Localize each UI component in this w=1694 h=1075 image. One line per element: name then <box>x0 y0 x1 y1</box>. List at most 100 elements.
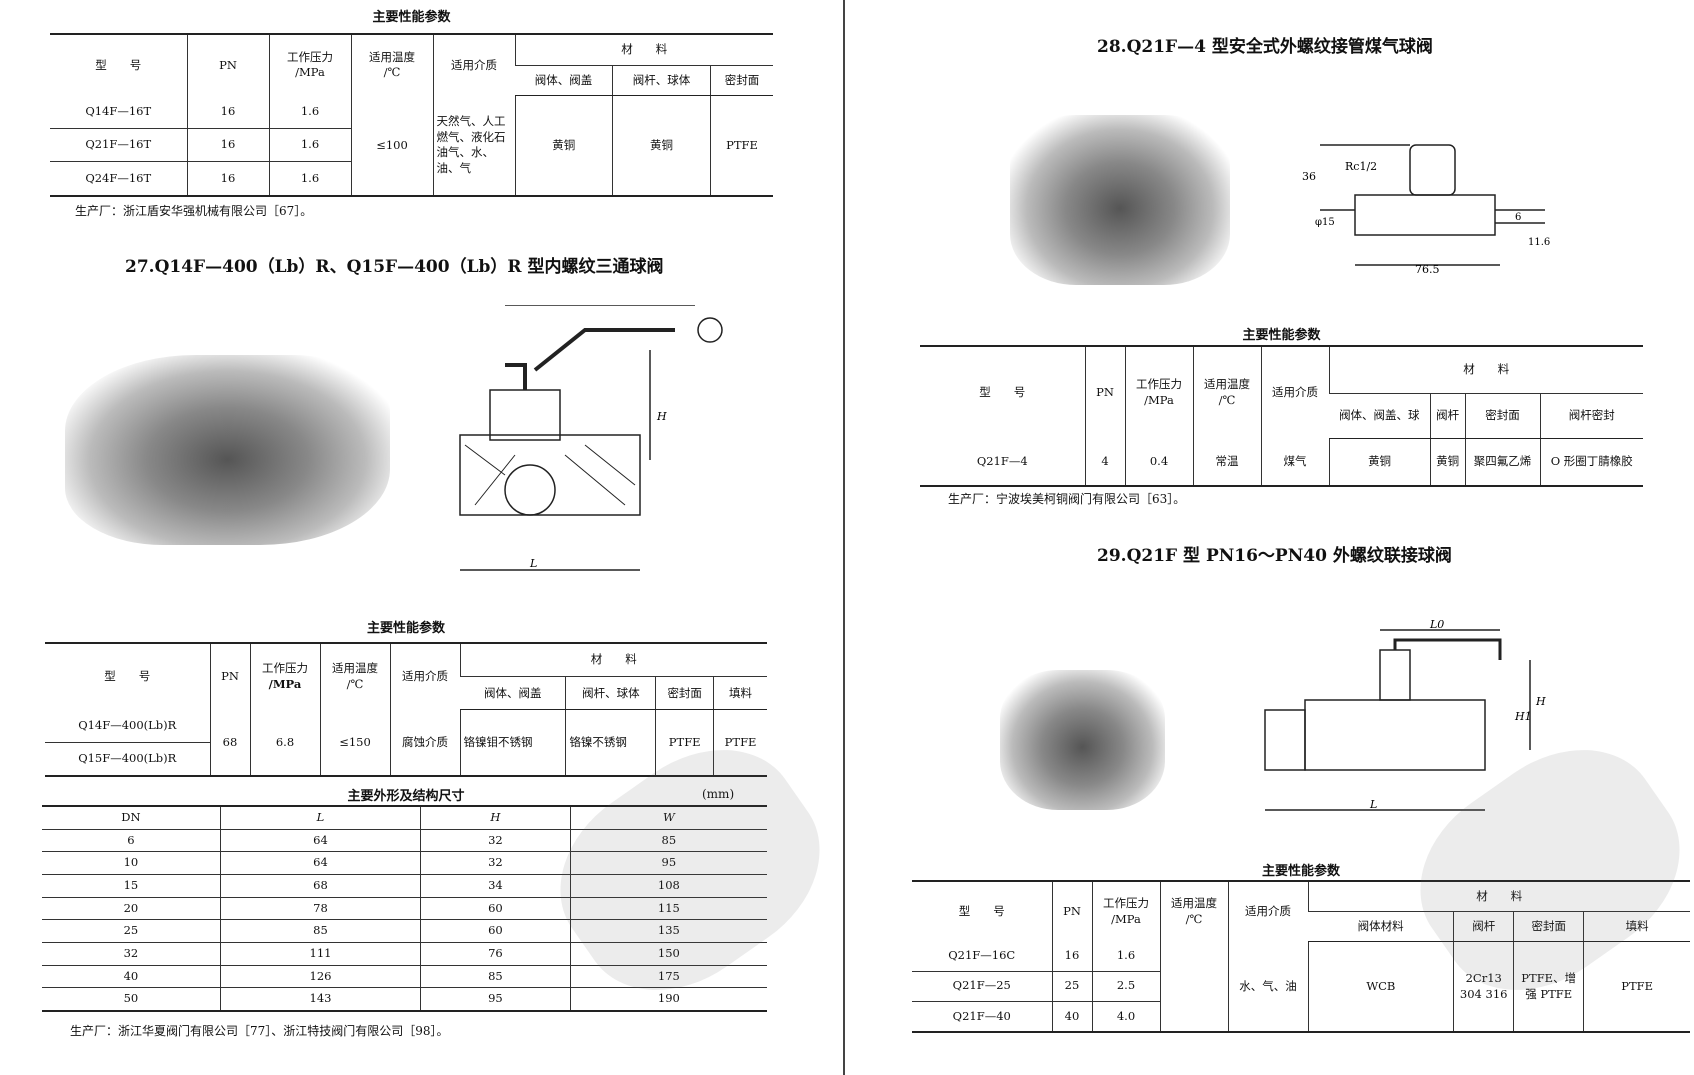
cell: 68 <box>219 874 421 898</box>
col-pressure: 工作压力/MPa <box>1091 880 1160 942</box>
col-stem: 阀杆 <box>1453 911 1514 943</box>
section-heading-29: 29.Q21F 型 PN16～PN40 外螺纹联接球阀 <box>1097 546 1452 566</box>
unit-label: (mm) <box>702 787 735 801</box>
valve-photo-28 <box>1010 115 1230 285</box>
dim-H1: H1 <box>1514 710 1532 723</box>
dimensions-title: 主要外形及结构尺寸 <box>347 789 465 804</box>
cell: 64 <box>219 829 421 853</box>
manufacturer-note: 生产厂：浙江华夏阀门有限公司［77］、浙江特技阀门有限公司［98］。 <box>70 1024 449 1038</box>
valve-drawing-29: L0 H H1 L <box>1264 620 1546 811</box>
cell: 40 <box>42 965 221 989</box>
cell: 15 <box>42 874 221 898</box>
col-dn: DN <box>42 804 221 830</box>
cell: 150 <box>569 942 767 966</box>
col-model: 型 号 <box>50 33 187 96</box>
col-medium: 适用介质 <box>432 33 515 96</box>
col-seal: 密封面 <box>1464 393 1540 440</box>
col-medium: 适用介质 <box>389 642 460 710</box>
dim-L0: L0 <box>1429 620 1444 631</box>
col-model: 型 号 <box>912 880 1052 942</box>
col-temp: 适用温度/℃ <box>1159 880 1228 942</box>
col-temp: 适用温度/℃ <box>1192 345 1261 439</box>
col-temp: 适用温度/℃ <box>319 642 390 710</box>
dim-L: L <box>1369 798 1377 811</box>
col-stem: 阀杆、球体 <box>611 65 711 97</box>
col-model: 型 号 <box>45 642 210 710</box>
dim-6: 6 <box>1515 212 1521 223</box>
table-title: 主要性能参数 <box>366 621 445 636</box>
col-pressure: 工作压力/MPa <box>249 642 320 710</box>
col-pn: PN <box>1084 345 1125 439</box>
cell: 60 <box>420 919 571 943</box>
cell: 108 <box>569 874 767 898</box>
col-body: 阀体、阀盖 <box>515 65 613 97</box>
col-medium: 适用介质 <box>1260 345 1329 439</box>
cell: 6 <box>42 829 221 853</box>
col-material: 材 料 <box>459 642 767 678</box>
col-seal: 密封面 <box>1513 911 1584 943</box>
col-seal: 密封面 <box>710 65 773 97</box>
cell: 85 <box>420 965 571 989</box>
cell: 175 <box>569 965 767 989</box>
cell: 10 <box>42 851 221 875</box>
col-material: 材 料 <box>514 32 773 66</box>
dim-11-6: 11.6 <box>1528 237 1550 248</box>
cell: 25 <box>42 919 221 943</box>
col-stem-seal: 阀杆密封 <box>1539 393 1643 440</box>
col-packing: 填料 <box>1583 911 1690 943</box>
cell: 32 <box>420 829 571 853</box>
cell: 34 <box>420 874 571 898</box>
cell: 50 <box>42 987 221 1013</box>
cell: 95 <box>420 987 571 1013</box>
cell: 78 <box>219 897 421 921</box>
cell: 32 <box>42 942 221 966</box>
cell: 115 <box>569 897 767 921</box>
table-title: 主要性能参数 <box>372 10 451 25</box>
dim-H: H <box>1535 695 1546 708</box>
cell: 126 <box>219 965 421 989</box>
col-temp: 适用温度/℃ <box>350 33 433 96</box>
manufacturer-note: 生产厂：宁波埃美柯铜阀门有限公司［63］。 <box>948 492 1186 506</box>
dim-76-5: 76.5 <box>1415 263 1440 276</box>
cell: 20 <box>42 897 221 921</box>
cell: 85 <box>569 829 767 853</box>
cell: 143 <box>219 987 421 1013</box>
table-title: 主要性能参数 <box>1261 864 1340 879</box>
col-seal: 密封面 <box>655 676 714 711</box>
col-material: 材 料 <box>1328 344 1643 394</box>
page-divider <box>843 0 845 1075</box>
cell: 135 <box>569 919 767 943</box>
section-heading-27: 27.Q14F—400（Lb）R、Q15F—400（Lb）R 型内螺纹三通球阀 <box>125 257 664 277</box>
col-model: 型 号 <box>920 345 1085 439</box>
dim-L: L <box>529 557 537 570</box>
dim-W: W <box>635 305 648 306</box>
cell: 111 <box>219 942 421 966</box>
valve-photo-27 <box>65 355 390 545</box>
cell: 95 <box>569 851 767 875</box>
col-body: 阀体、阀盖、球 <box>1329 393 1431 440</box>
col-pn: PN <box>1051 880 1092 942</box>
col-l: L <box>219 804 421 830</box>
cell: 190 <box>569 987 767 1013</box>
dim-rc: Rc1/2 <box>1345 160 1377 173</box>
manufacturer-note: 生产厂：浙江盾安华强机械有限公司［67］。 <box>75 204 313 218</box>
col-pressure: 工作压力/MPa <box>268 33 351 96</box>
section-heading-28: 28.Q21F—4 型安全式外螺纹接管煤气球阀 <box>1097 37 1433 57</box>
dim-d15: φ15 <box>1315 217 1335 228</box>
col-packing: 填料 <box>713 676 767 711</box>
col-h: H <box>420 804 571 830</box>
